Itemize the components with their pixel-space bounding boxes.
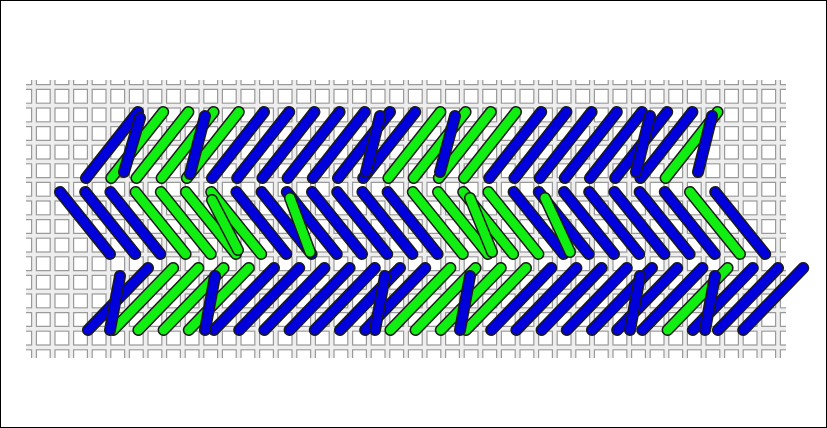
stitch-diagram xyxy=(0,0,827,428)
